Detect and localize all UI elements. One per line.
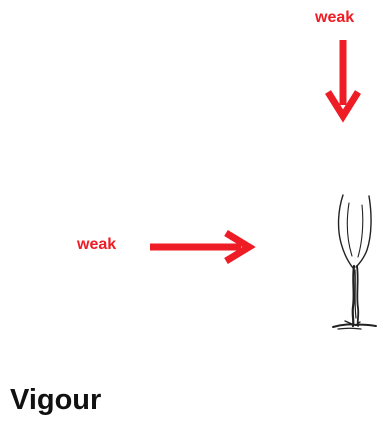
plant-sketch-icon <box>333 195 376 329</box>
arrow-right-icon <box>150 233 249 261</box>
page-title: Vigour <box>10 386 101 415</box>
arrow-down-icon <box>328 40 358 116</box>
